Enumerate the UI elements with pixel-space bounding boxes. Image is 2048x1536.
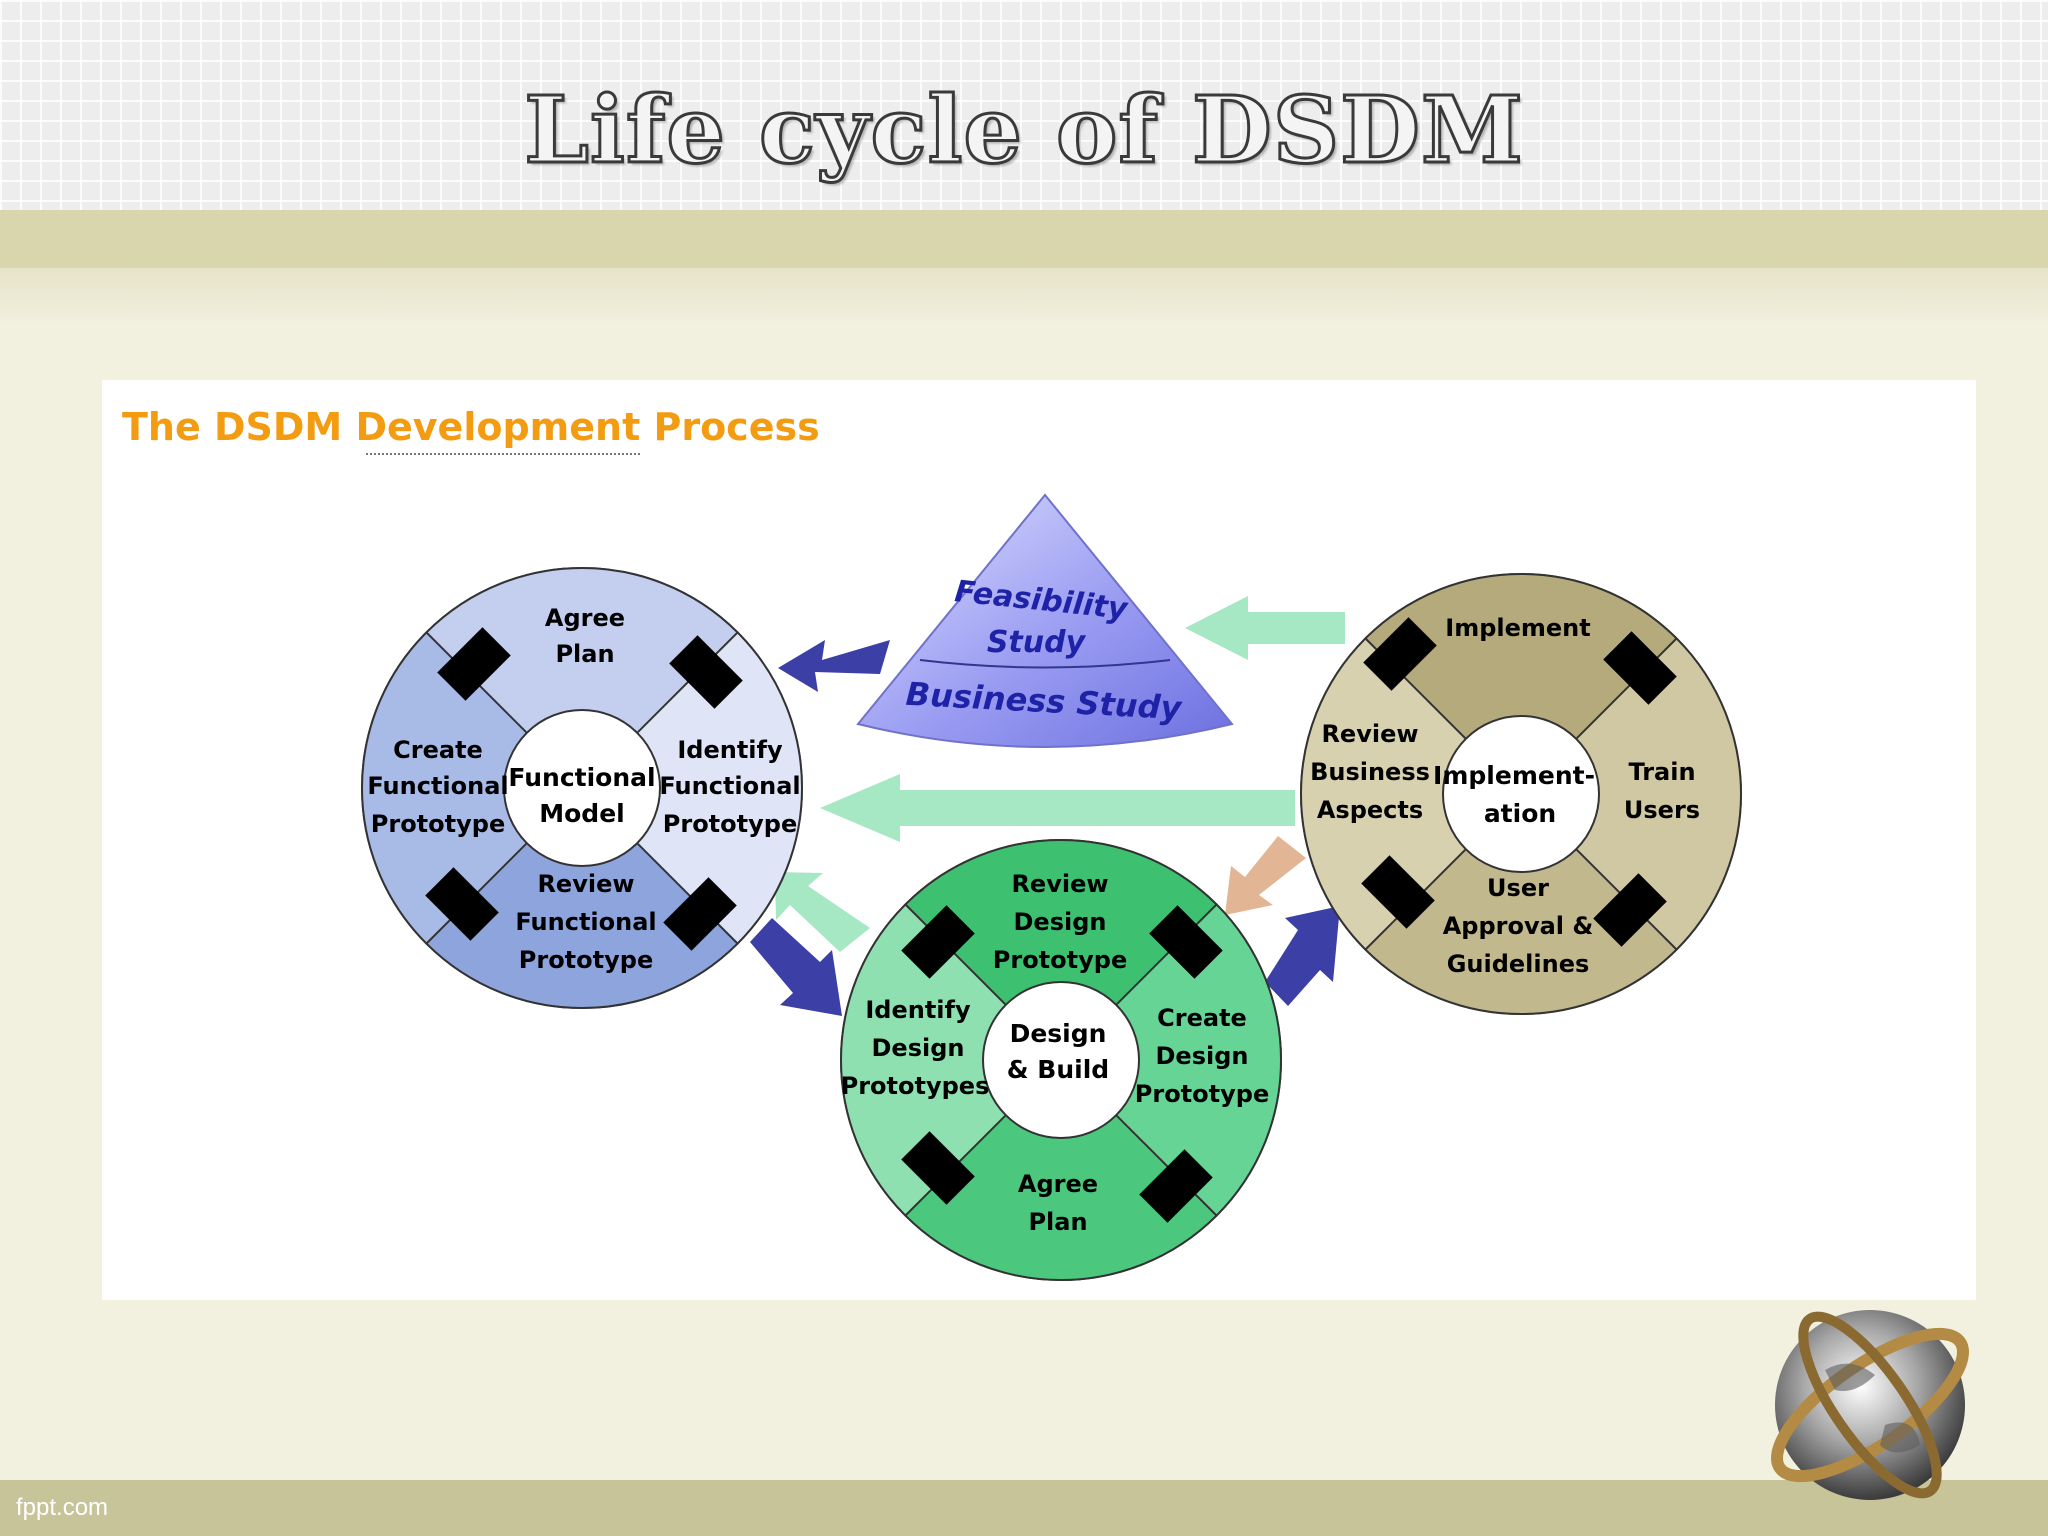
cycle-arrow-icon (1139, 1149, 1213, 1223)
implementation-left-line1: Review (1321, 720, 1418, 748)
footer-brand: fppt.com (16, 1494, 109, 1521)
cycle-arrow-icon (663, 877, 737, 951)
functional-left-line2: Functional (367, 772, 508, 800)
design-top-line3: Prototype (993, 946, 1127, 974)
header-band-shadow (0, 268, 2048, 326)
design-left-line3: Prototypes (841, 1072, 990, 1100)
design-top-line2: Design (1014, 908, 1107, 936)
footer-bar (0, 1480, 2048, 1536)
functional-bottom-line3: Prototype (519, 946, 653, 974)
design-build-cycle: Design & Build Review Design Prototype I… (840, 839, 1282, 1281)
functional-right-line3: Prototype (663, 810, 797, 838)
globe-icon (1771, 1310, 1969, 1500)
cycle-arrow-icon (901, 1131, 975, 1205)
header-band (0, 210, 2048, 268)
cycle-arrow-icon (425, 867, 499, 941)
design-left-line2: Design (872, 1034, 965, 1062)
cycle-arrow-icon (669, 635, 743, 709)
implementation-left-line2: Business (1310, 758, 1430, 786)
design-right-line3: Prototype (1135, 1080, 1269, 1108)
arrow-implementation-to-design (1225, 836, 1306, 915)
design-right-line2: Design (1156, 1042, 1249, 1070)
cycle-arrow-icon (1593, 873, 1667, 947)
functional-center-line2: Model (539, 799, 624, 828)
diagram-title: The DSDM Development Process (122, 405, 820, 455)
arrow-business-to-functional (778, 640, 890, 692)
functional-top-line2: Plan (555, 640, 614, 668)
functional-top-line1: Agree (545, 604, 625, 632)
arrow-functional-to-design (750, 918, 842, 1016)
feasibility-business-cone: Feasibility Study Business Study (856, 493, 1234, 748)
design-top-line1: Review (1011, 870, 1108, 898)
implementation-top-line1: Implement (1445, 614, 1590, 642)
design-right-line1: Create (1157, 1004, 1247, 1032)
implementation-right-line1: Train (1628, 758, 1695, 786)
arrow-design-to-functional (775, 872, 870, 952)
functional-left-line1: Create (393, 736, 483, 764)
cycle-arrow-icon (1603, 631, 1677, 705)
design-left-line1: Identify (865, 996, 971, 1024)
arrow-implementation-to-feasibility (1185, 596, 1345, 660)
functional-right-line2: Functional (659, 772, 800, 800)
functional-model-cycle: Functional Model Agree Plan Create Funct… (361, 567, 803, 1009)
functional-bottom-line2: Functional (515, 908, 656, 936)
header-grid-background (0, 0, 2048, 210)
arrow-design-to-implementation (1265, 906, 1340, 1006)
slide-title: Life cycle of DSDM (523, 75, 1525, 186)
cycle-arrow-icon (901, 905, 975, 979)
design-bottom-line1: Agree (1018, 1170, 1098, 1198)
functional-right-line1: Identify (677, 736, 783, 764)
implementation-bottom-line1: User (1487, 874, 1549, 902)
design-bottom-line2: Plan (1028, 1208, 1087, 1236)
functional-left-line3: Prototype (371, 810, 505, 838)
implementation-right-line2: Users (1624, 796, 1700, 824)
functional-bottom-line1: Review (537, 870, 634, 898)
cycle-arrow-icon (437, 627, 511, 701)
design-center-line1: Design (1010, 1019, 1107, 1048)
implementation-bottom-line2: Approval & (1443, 912, 1594, 940)
implementation-center-line2: ation (1484, 799, 1556, 828)
cycle-arrow-icon (1363, 617, 1437, 691)
cycle-arrow-icon (1361, 855, 1435, 929)
functional-center-line1: Functional (508, 763, 655, 792)
implementation-bottom-line3: Guidelines (1447, 950, 1590, 978)
cycle-arrow-icon (1149, 905, 1223, 979)
implementation-left-line3: Aspects (1317, 796, 1423, 824)
arrow-implementation-to-functional (820, 774, 1295, 842)
design-center-line2: & Build (1007, 1055, 1109, 1084)
implementation-cycle: Implement- ation Implement Review Busine… (1300, 573, 1742, 1015)
implementation-center-line1: Implement- (1433, 761, 1595, 790)
cone-study-label: Study (987, 625, 1087, 660)
